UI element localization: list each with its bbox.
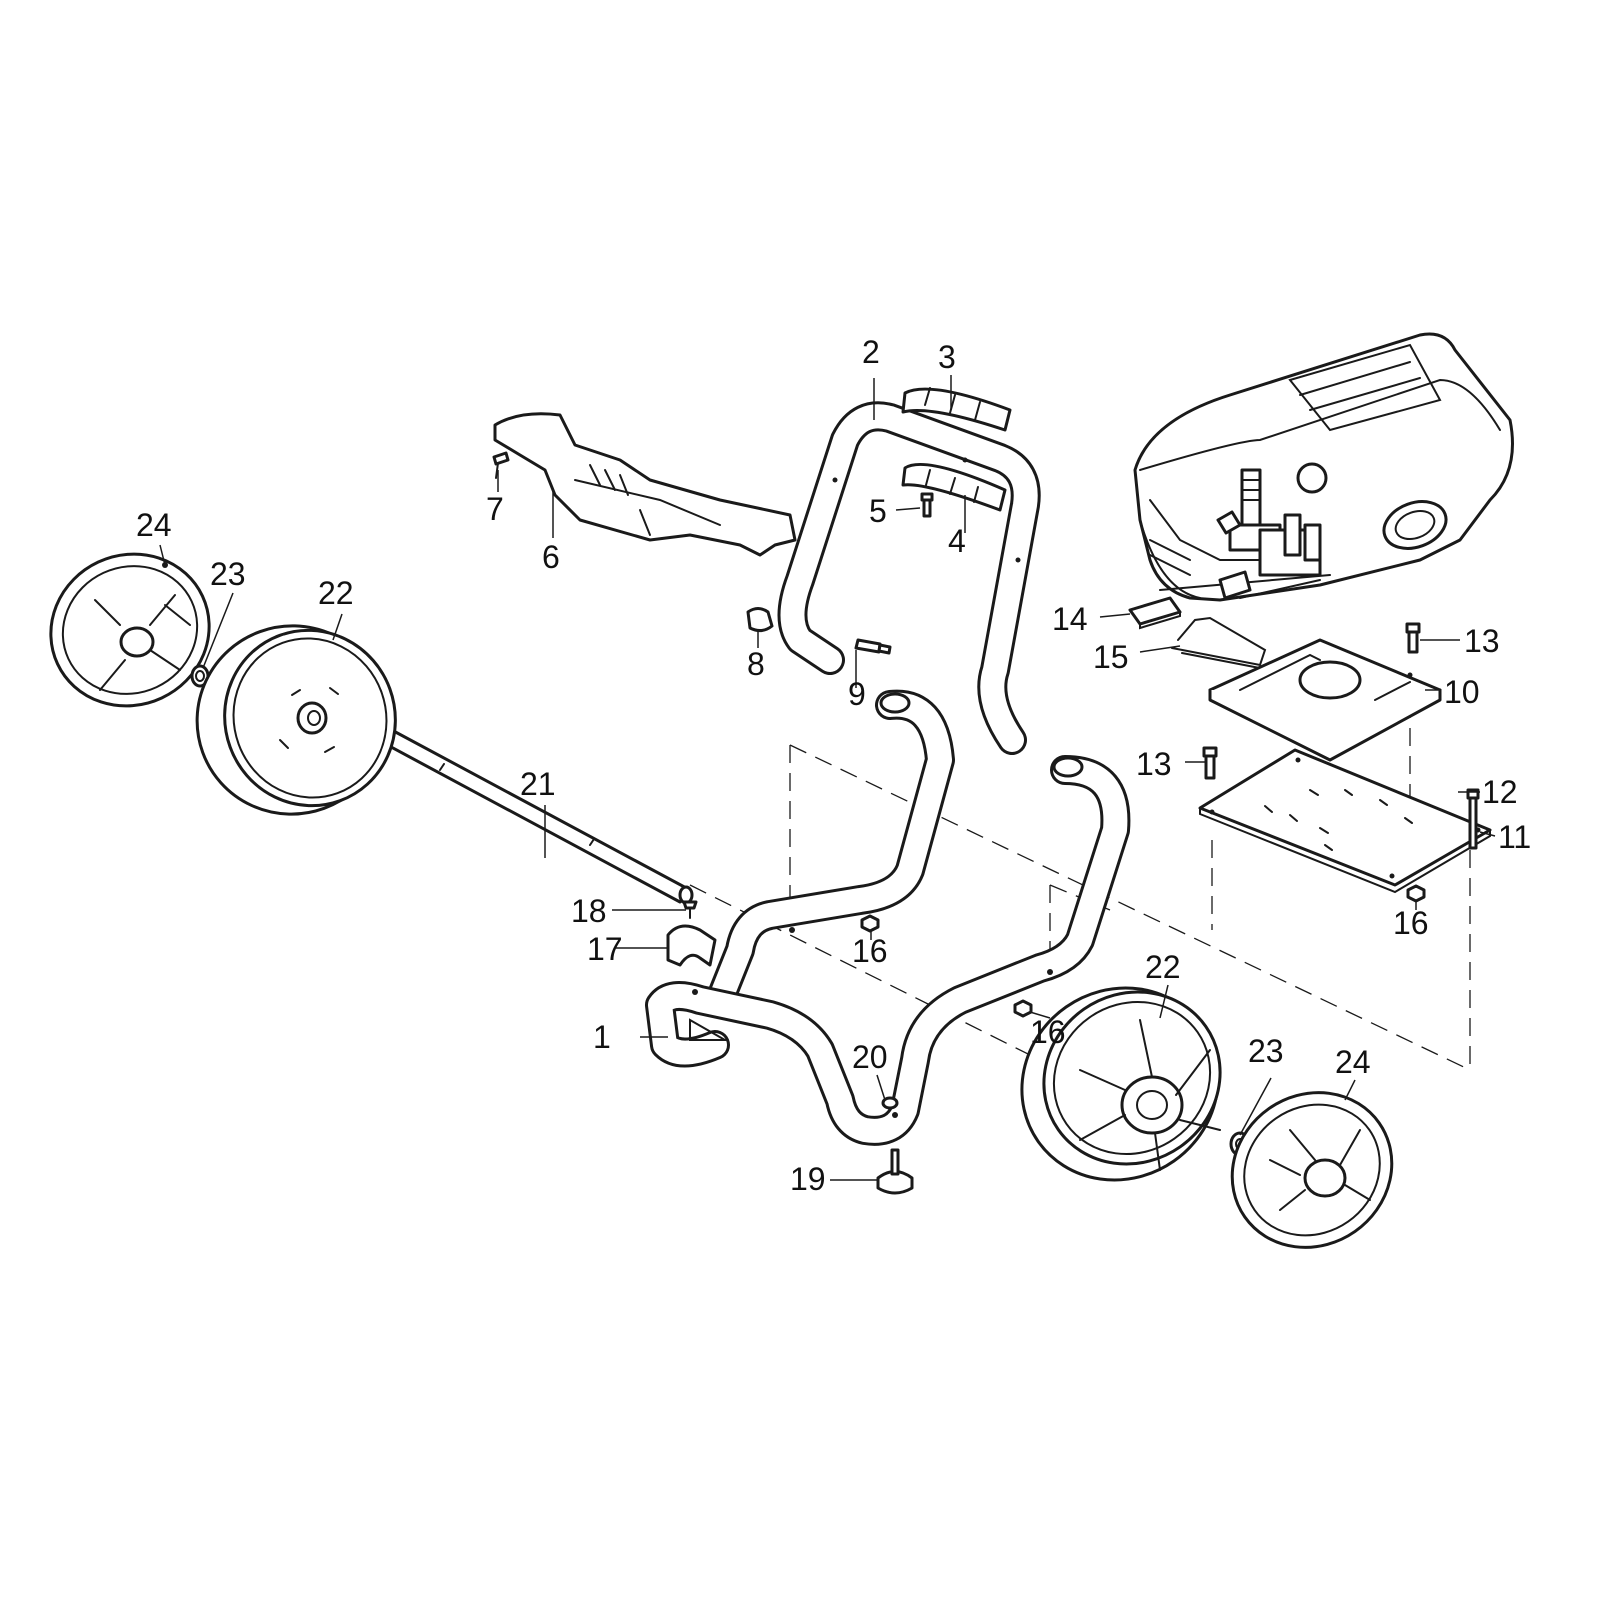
callout-3: 3 xyxy=(938,339,956,375)
callout-1: 1 xyxy=(593,1019,611,1055)
upper-handle-part-2 xyxy=(777,401,1041,755)
main-frame-part-1 xyxy=(645,689,1131,1146)
callout-18: 18 xyxy=(571,893,607,929)
callout-9: 9 xyxy=(848,676,866,712)
callout-22-left: 22 xyxy=(318,575,354,611)
leader-lines xyxy=(159,375,1496,1181)
callout-5: 5 xyxy=(869,493,887,529)
callout-17: 17 xyxy=(587,931,623,967)
long-bolt-part-12 xyxy=(1466,788,1480,850)
screw-part-5 xyxy=(920,492,934,518)
screw-part-7 xyxy=(492,451,510,479)
callout-16-frame-left: 16 xyxy=(852,933,888,969)
foot-part-19 xyxy=(876,1148,914,1195)
grip-insert-part-4 xyxy=(901,462,1007,512)
axle-part-21 xyxy=(376,726,694,905)
nut-part-20 xyxy=(881,1096,899,1110)
callout-21: 21 xyxy=(520,766,556,802)
callout-7: 7 xyxy=(486,491,504,527)
bolt-part-9 xyxy=(854,638,892,655)
callout-labels: 2 3 4 5 6 7 8 9 10 11 12 13 13 14 15 16 … xyxy=(136,334,1531,1197)
callout-16-plate: 16 xyxy=(1393,905,1429,941)
callout-12: 12 xyxy=(1482,774,1518,810)
wheel-cap-left-part-24 xyxy=(49,552,211,708)
callout-10: 10 xyxy=(1444,674,1480,710)
screw-part-18 xyxy=(682,900,698,919)
callout-20: 20 xyxy=(852,1039,888,1075)
wheel-left-part-22 xyxy=(195,624,397,816)
callout-13-upper: 13 xyxy=(1464,623,1500,659)
callout-11: 11 xyxy=(1498,819,1531,855)
wire-bracket-part-15 xyxy=(1171,616,1271,671)
motor-housing-unit xyxy=(1133,332,1514,602)
callout-4: 4 xyxy=(948,523,966,559)
callout-16-frame-right: 16 xyxy=(1030,1014,1066,1050)
callout-15: 15 xyxy=(1093,639,1129,675)
hose-holder-part-6 xyxy=(493,412,797,557)
clip-part-17 xyxy=(666,924,717,967)
base-plate-part-11 xyxy=(1198,748,1492,894)
wheel-right-part-22 xyxy=(1020,986,1222,1182)
knob-part-8 xyxy=(746,607,774,633)
callout-23-right: 23 xyxy=(1248,1033,1284,1069)
callout-19: 19 xyxy=(790,1161,826,1197)
callout-23-left: 23 xyxy=(210,556,246,592)
callout-14: 14 xyxy=(1052,601,1088,637)
callout-24-right: 24 xyxy=(1335,1044,1371,1080)
callout-24-left: 24 xyxy=(136,507,172,543)
block-part-14 xyxy=(1128,596,1182,630)
callout-13-lower: 13 xyxy=(1136,746,1172,782)
screw-part-13 xyxy=(1202,622,1421,780)
callout-8: 8 xyxy=(747,646,765,682)
callout-6: 6 xyxy=(542,539,560,575)
pump-assembly xyxy=(1216,462,1328,600)
callout-2: 2 xyxy=(862,334,880,370)
wheel-cap-right-part-24 xyxy=(1230,1091,1394,1249)
handle-grip-part-3 xyxy=(901,387,1012,432)
mounting-plate-part-10 xyxy=(1208,638,1442,762)
callout-22-right: 22 xyxy=(1145,949,1181,985)
